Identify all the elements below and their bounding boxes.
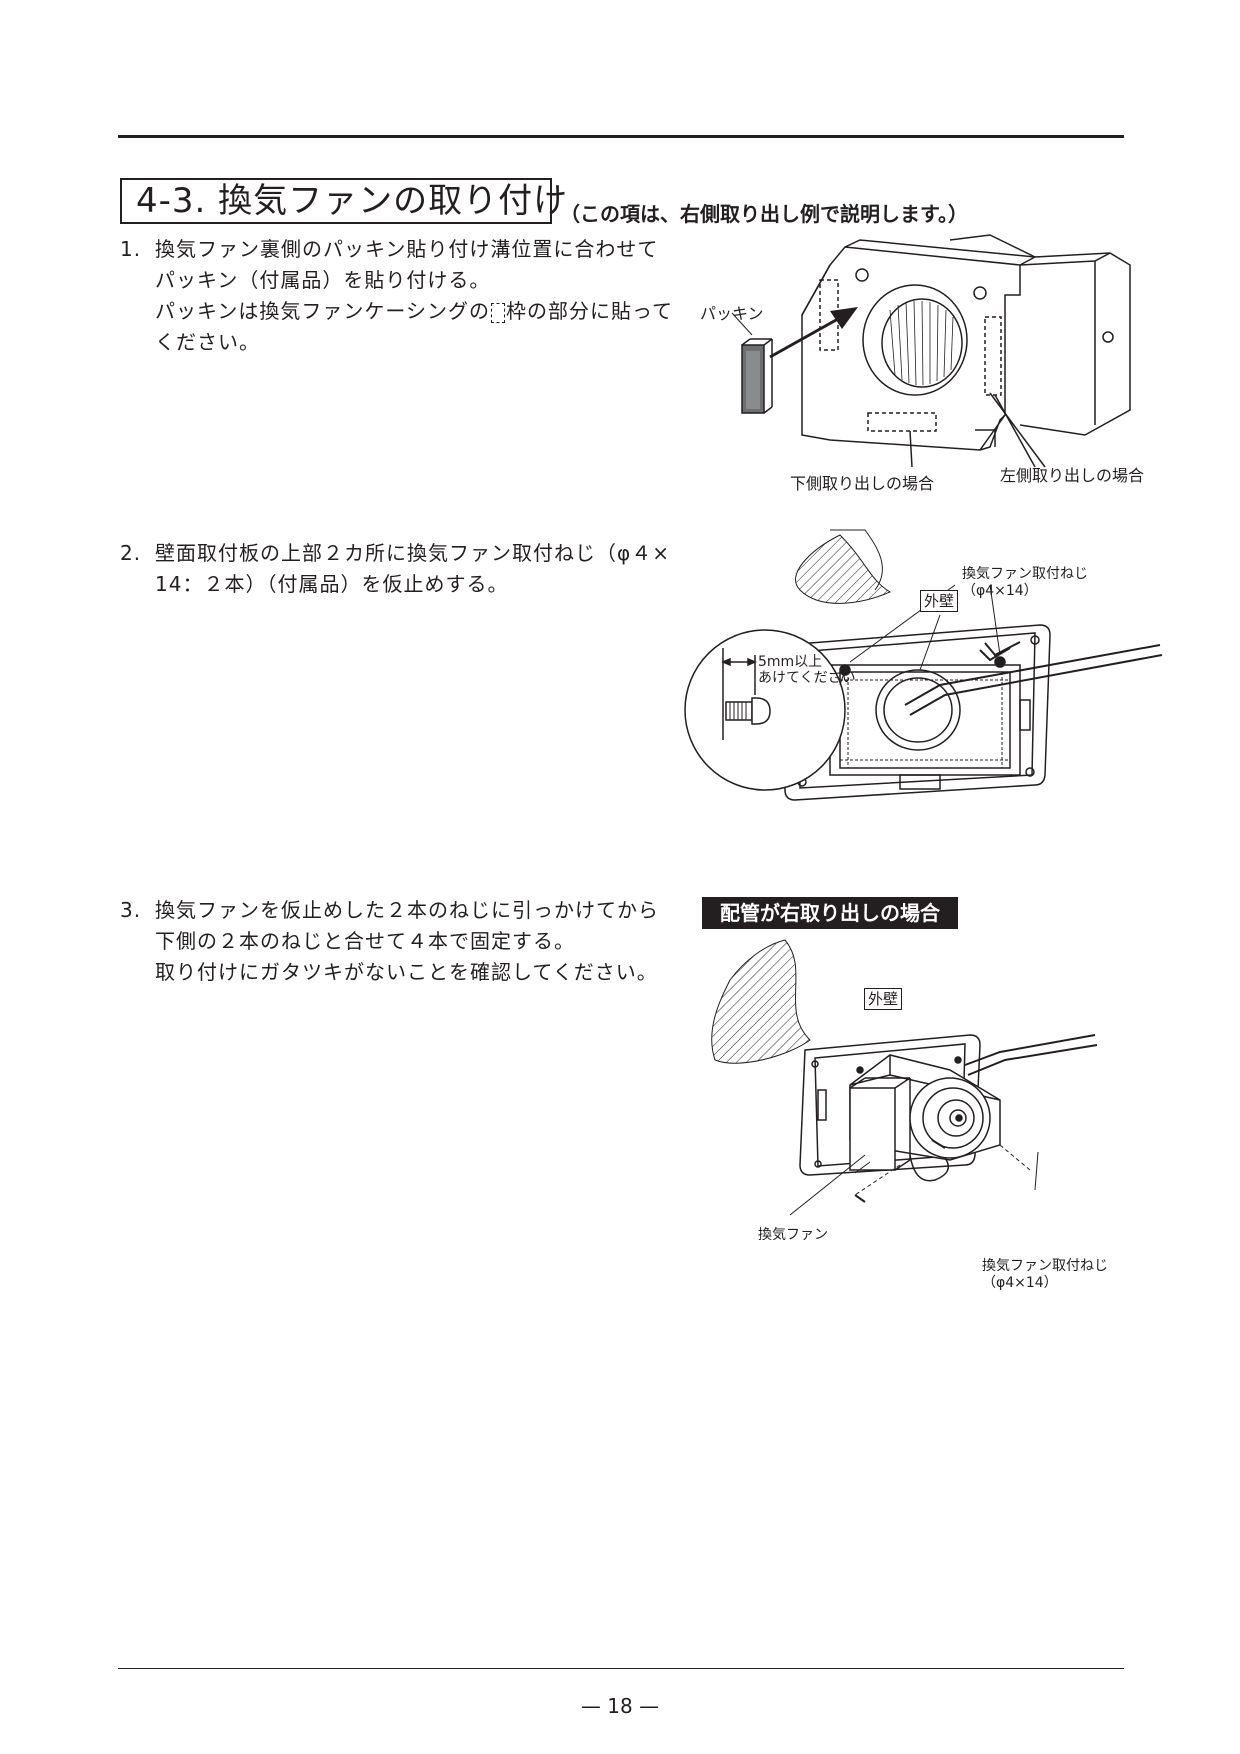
step-1-line-1: 換気ファン裏側のパッキン貼り付け溝位置に合わせて (155, 237, 659, 261)
step-1-line-2: パッキン（付属品）を貼り付ける。 (155, 268, 491, 292)
arrow-icon (769, 307, 858, 359)
figure-1-fan-packing-diagram (731, 234, 1131, 468)
fig2-screw-label-1: 換気ファン取付ねじ (962, 566, 1088, 582)
top-rule (118, 135, 1124, 138)
section-note: （この項は、右側取り出し例で説明します。） (560, 202, 968, 226)
section-title: 4-3. 換気ファンの取り付け (120, 178, 567, 224)
dotted-frame-icon (491, 302, 505, 323)
step-3-line-2: 下側の２本のねじと合せて４本で固定する。 (155, 929, 575, 953)
figure-3-fan-install-diagram (711, 939, 1098, 1216)
fig2-screw-label-2: （φ4×14） (962, 583, 1038, 599)
fig3-screw-label-1: 換気ファン取付ねじ (982, 1258, 1108, 1274)
page-number: — 18 — (580, 1694, 660, 1718)
figure-2-screw-mounting-diagram (684, 529, 1163, 801)
step-1-number: 1. (120, 237, 142, 261)
step-1: 1. 換気ファン裏側のパッキン貼り付け溝位置に合わせて パッキン（付属品）を貼り付… (120, 234, 673, 358)
fig3-wall-label: 外壁 (864, 988, 903, 1010)
bottom-rule (118, 1668, 1124, 1669)
fig3-screw-label-2: （φ4×14） (982, 1275, 1058, 1291)
right-outlet-banner: 配管が右取り出しの場合 (702, 897, 958, 929)
packing-label: パッキン (700, 304, 764, 323)
step-3: 3. 換気ファンを仮止めした２本のねじに引っかけてから 下側の２本のねじと合せて４… (120, 895, 659, 988)
step-2-line-1: 壁面取付板の上部２カ所に換気ファン取付ねじ（φ４× (155, 541, 670, 565)
step-2-number: 2. (120, 541, 142, 565)
fan-label: 換気ファン (758, 1227, 828, 1243)
step-2: 2. 壁面取付板の上部２カ所に換気ファン取付ねじ（φ４× 14：２本）（付属品）を… (120, 538, 670, 600)
step-3-line-1: 換気ファンを仮止めした２本のねじに引っかけてから (155, 898, 659, 922)
step-3-number: 3. (120, 898, 142, 922)
fig2-wall-label: 外壁 (920, 590, 959, 612)
gap-label-1: 5mm以上 (758, 654, 823, 670)
step-1-line-3: パッキンは換気ファンケーシングの枠の部分に貼って (155, 299, 673, 323)
left-outlet-label: 左側取り出しの場合 (1000, 466, 1145, 485)
gap-label-2: あけてください (758, 670, 856, 686)
step-1-line-4: ください。 (155, 330, 260, 354)
step-3-line-3: 取り付けにガタツキがないことを確認してください。 (155, 960, 658, 984)
bottom-outlet-label: 下側取り出しの場合 (790, 474, 935, 493)
step-2-line-2: 14：２本）（付属品）を仮止めする。 (155, 572, 509, 596)
